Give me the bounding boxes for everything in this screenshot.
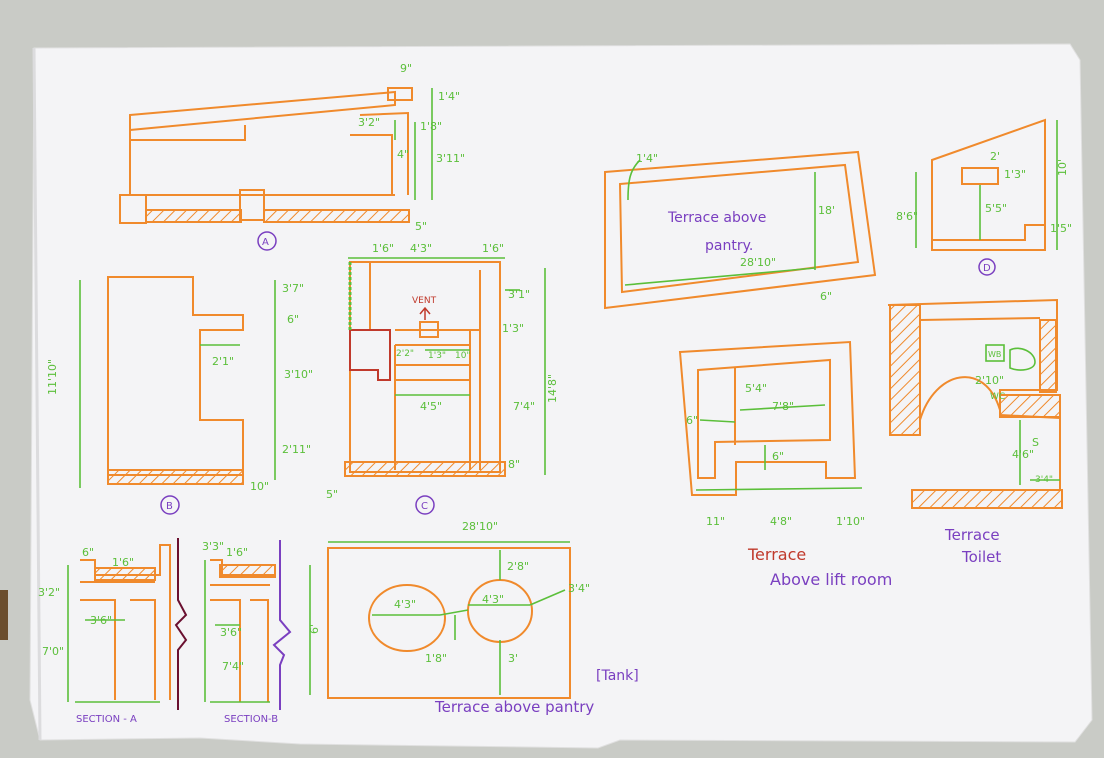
dim-c-6: 1'3" <box>428 351 446 361</box>
dim-t-4: 3'4" <box>568 582 590 595</box>
dim-c-10: 14'8" <box>546 374 559 403</box>
dim-b-2: 6" <box>287 313 299 326</box>
dim-b-4: 3'10" <box>284 368 313 381</box>
dim-lr-6: 1'10" <box>836 515 865 528</box>
dim-b-5: 2'11" <box>282 443 311 456</box>
dim-tl-3: 4'6" <box>1012 448 1034 461</box>
dim-c-11: 5" <box>326 488 338 501</box>
dim-lr-3: 6" <box>772 450 784 463</box>
dim-a-5: 3'11" <box>436 152 465 165</box>
dim-sb-0: 3'3" <box>202 540 224 553</box>
dim-t-0: 28'10" <box>462 520 498 533</box>
dim-a-1: 1'4" <box>438 90 460 103</box>
terrace-pantry-text-1: Terrace above <box>667 210 766 226</box>
dim-c-8: 4'5" <box>420 400 442 413</box>
dim-d-3: 8'6" <box>896 210 918 223</box>
section-a <box>80 544 171 700</box>
dim-lr-2: 6" <box>686 414 698 427</box>
dim-tp-3: 6" <box>820 290 832 303</box>
dim-lr-0: 5'4" <box>745 382 767 395</box>
section-b-label: SECTION-B <box>224 714 278 725</box>
dim-c-12: 8" <box>508 458 520 471</box>
dim-lr-4: 11" <box>706 515 725 528</box>
lift-room-plan <box>678 340 857 496</box>
dim-c-2: 1'6" <box>482 242 504 255</box>
tank-caption: Terrace above pantry <box>434 698 594 716</box>
dim-b-0: 11'10" <box>46 359 59 395</box>
toilet-caption-2: Toilet <box>961 548 1001 566</box>
dim-sb-1: 1'6" <box>226 546 248 559</box>
dim-sb-2: 3'6" <box>220 626 242 639</box>
dim-sa-1: 3'2" <box>38 586 60 599</box>
dim-a-6: 5" <box>415 220 427 233</box>
dim-t-6: 3' <box>508 652 518 665</box>
dim-c-5: 2'2" <box>396 349 414 359</box>
dim-lr-1: 7'8" <box>772 400 794 413</box>
circle-label-a: A <box>262 237 269 248</box>
dim-c-1: 4'3" <box>410 242 432 255</box>
dim-b-3: 2'1" <box>212 355 234 368</box>
dim-t-5: 1'8" <box>425 652 447 665</box>
dim-tp-0: 1'4" <box>636 152 658 165</box>
dim-sa-0: 6" <box>82 546 94 559</box>
dim-d-2: 5'5" <box>985 202 1007 215</box>
dim-d-1: 1'3" <box>1004 168 1026 181</box>
dim-sa-3: 3'6" <box>90 614 112 627</box>
dim-c-7: 10" <box>455 351 471 361</box>
dim-t-7: 6' <box>308 624 321 634</box>
toilet-plan <box>887 298 1063 509</box>
dim-sa-2: 1'6" <box>112 556 134 569</box>
dim-tl-2: WC <box>990 392 1005 402</box>
dim-a-0: 9" <box>400 62 412 75</box>
dim-d-5: 1'5" <box>1050 222 1072 235</box>
dim-sa-4: 7'0" <box>42 645 64 658</box>
lift-room-caption-1: Terrace <box>747 545 806 564</box>
dim-d-0: 2' <box>990 150 1000 163</box>
drawing-b <box>107 276 244 485</box>
dim-b-6: 10" <box>250 480 269 493</box>
dim-tl-1: 2'10" <box>975 374 1004 387</box>
dim-t-1: 2'8" <box>507 560 529 573</box>
dim-a-3: 1'8" <box>420 120 442 133</box>
drawing-d <box>931 118 1046 251</box>
dim-d-4: 10' <box>1056 159 1069 176</box>
dim-tl-0: WB <box>988 350 1001 359</box>
dim-a-2: 3'2" <box>358 116 380 129</box>
drawing-a <box>119 87 413 224</box>
dim-c-4: 1'3" <box>502 322 524 335</box>
circle-label-d: D <box>983 263 991 274</box>
dim-t-3: 4'3" <box>482 593 504 606</box>
vent-label: VENT <box>412 296 437 306</box>
dim-c-0: 1'6" <box>372 242 394 255</box>
section-b <box>210 559 276 702</box>
dim-tp-2: 28'10" <box>740 256 776 269</box>
terrace-pantry-plan <box>604 150 877 310</box>
dim-tp-1: 18' <box>818 204 835 217</box>
section-a-label: SECTION - A <box>76 714 137 725</box>
dim-sb-3: 7'4" <box>222 660 244 673</box>
dim-tl-5: 3'4" <box>1035 475 1053 485</box>
dim-b-1: 3'7" <box>282 282 304 295</box>
terrace-pantry-text-2: pantry. <box>705 238 753 254</box>
circle-label-c: C <box>421 501 428 512</box>
dim-tl-4: S <box>1032 436 1039 449</box>
dim-c-3: 3'1" <box>508 288 530 301</box>
dim-c-9: 7'4" <box>513 400 535 413</box>
circle-label-b: B <box>166 501 173 512</box>
toilet-caption-1: Terrace <box>944 526 1000 544</box>
tank-tag: [Tank] <box>596 668 639 684</box>
lift-room-caption-2: Above lift room <box>770 570 892 589</box>
dim-t-2: 4'3" <box>394 598 416 611</box>
dim-a-4: 4" <box>397 148 409 161</box>
dim-lr-5: 4'8" <box>770 515 792 528</box>
